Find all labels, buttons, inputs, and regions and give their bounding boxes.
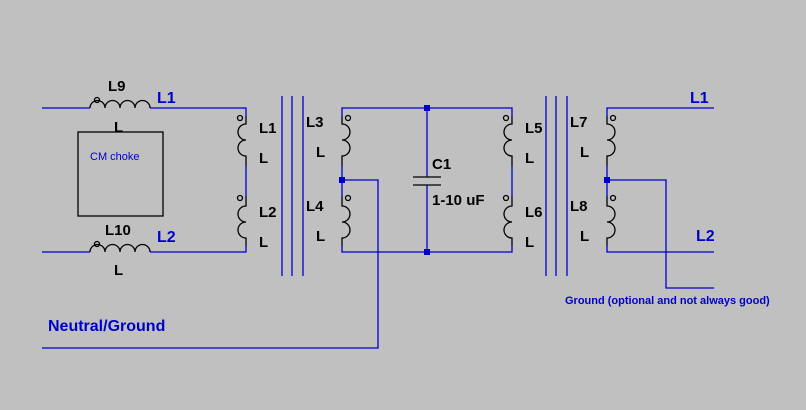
l2-value-label: L: [259, 234, 268, 251]
l4-ref-label: L4: [306, 198, 324, 215]
net-output-l2: L2: [696, 228, 715, 245]
net-input-l2: L2: [157, 229, 176, 246]
junction-l3-l4: [339, 177, 345, 183]
inductor-l2-coil: [237, 196, 247, 246]
inductor-l7-coil: [606, 116, 616, 166]
transformer-core-2: [545, 96, 568, 276]
l8-ref-label: L8: [570, 198, 588, 215]
net-input-l1: L1: [157, 90, 176, 107]
l10-ref-label: L10: [105, 222, 131, 239]
ground-note: Ground (optional and not always good): [565, 295, 770, 307]
inductor-l10-coil: [89, 243, 151, 253]
l6-ref-label: L6: [525, 204, 543, 221]
inductor-l9-coil: [89, 99, 151, 109]
l3-value-label: L: [316, 144, 325, 161]
l7-value-label: L: [580, 144, 589, 161]
junction-top-cap: [424, 105, 430, 111]
c1-ref-label: C1: [432, 156, 451, 173]
l5-ref-label: L5: [525, 120, 543, 137]
l4-value-label: L: [316, 228, 325, 245]
inductor-l1-coil: [237, 116, 247, 166]
capacitor-c1: [413, 176, 441, 186]
inductor-l3-coil: [341, 116, 351, 166]
l10-value-label: L: [114, 262, 123, 279]
inductor-l5-coil: [503, 116, 513, 166]
c1-value-label: 1-10 uF: [432, 192, 485, 209]
cm-choke-label: CM choke: [90, 151, 140, 163]
l3-ref-label: L3: [306, 114, 324, 131]
l1-ref-label: L1: [259, 120, 277, 137]
l1-value-label: L: [259, 150, 268, 167]
l8-value-label: L: [580, 228, 589, 245]
junctions: [339, 105, 610, 255]
wire-ground: [606, 166, 714, 289]
phasing-dots: [93, 96, 617, 248]
wire-input-l1: [42, 107, 247, 116]
inductor-l6-coil: [503, 196, 513, 246]
junction-bottom-cap: [424, 249, 430, 255]
l9-ref-label: L9: [108, 78, 126, 95]
inductor-l8-coil: [606, 196, 616, 246]
wire-output-l2: [606, 246, 714, 253]
wire-output-l1: [606, 107, 714, 116]
transformer-core-1: [281, 96, 304, 276]
l9-value-label: L: [114, 119, 123, 136]
junction-l7-l8: [604, 177, 610, 183]
net-output-l1: L1: [690, 90, 709, 107]
l2-ref-label: L2: [259, 204, 277, 221]
inductor-l4-coil: [341, 196, 351, 246]
wire-input-l2: [42, 246, 247, 253]
l5-value-label: L: [525, 150, 534, 167]
cm-choke-box: [77, 131, 164, 217]
net-neutral-ground: Neutral/Ground: [48, 318, 165, 335]
l7-ref-label: L7: [570, 114, 588, 131]
l6-value-label: L: [525, 234, 534, 251]
